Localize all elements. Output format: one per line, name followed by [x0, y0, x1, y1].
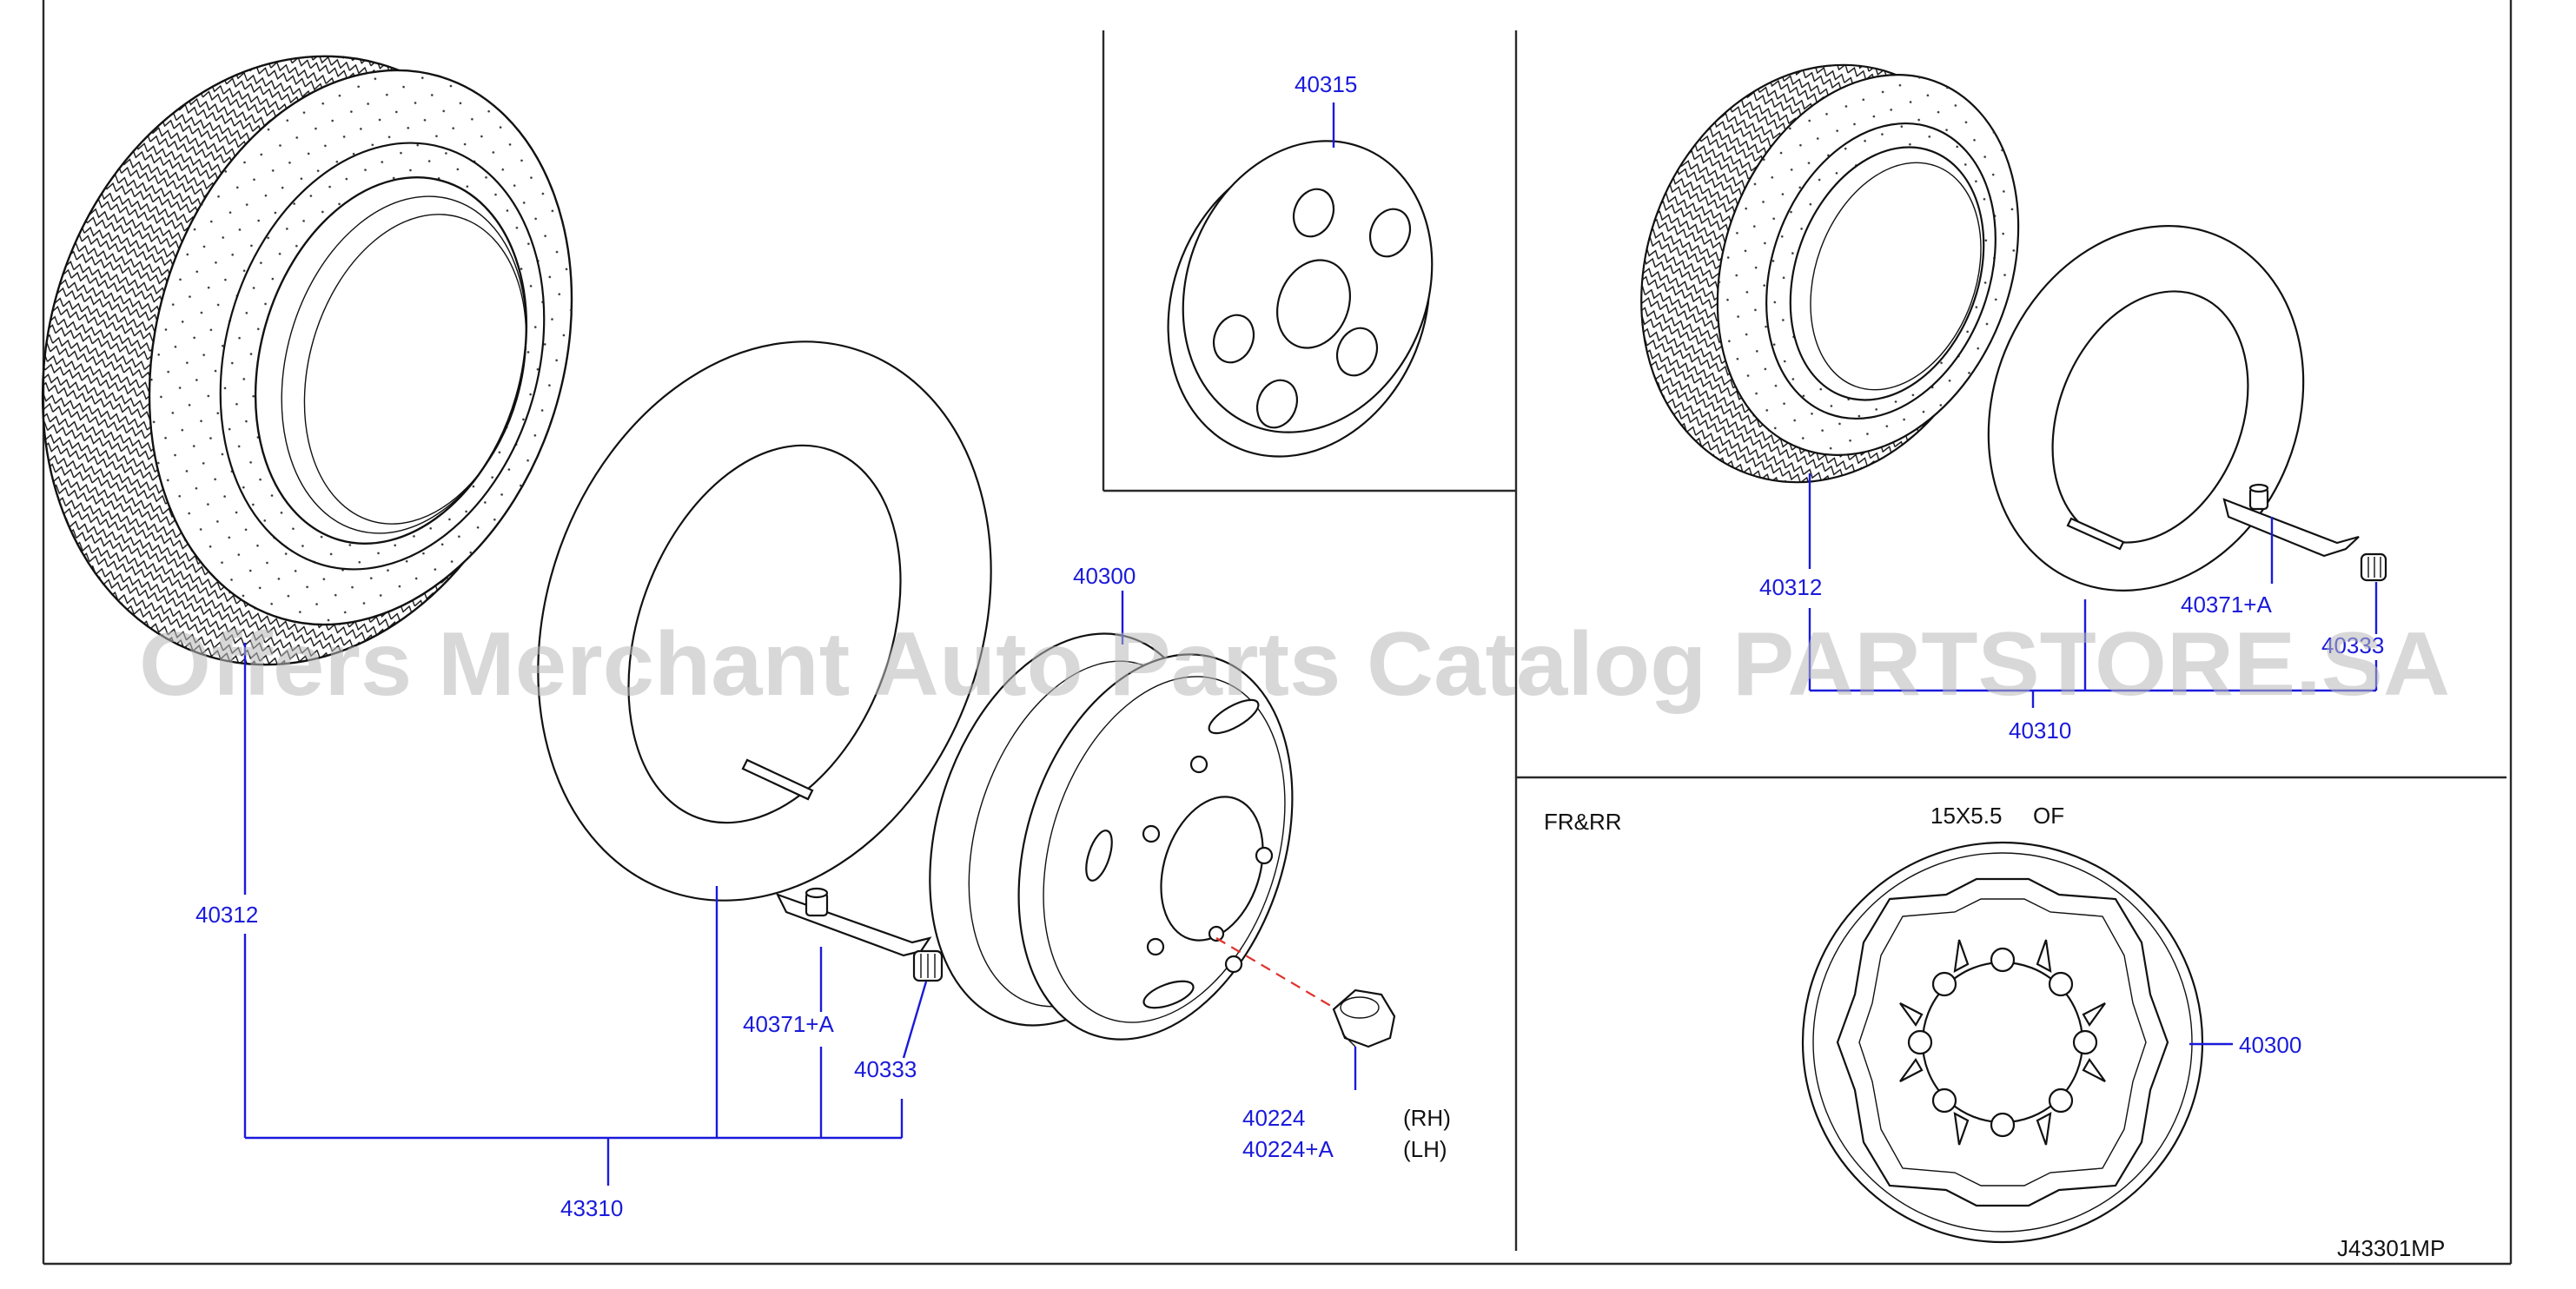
- main-leader-lines: [243, 591, 1357, 1186]
- wheel-position-text: FR&RR: [1544, 809, 1622, 835]
- inset-valve: [2222, 483, 2360, 558]
- watermark-text: Offers Merchant Auto Parts Catalog PARTS…: [139, 614, 2450, 715]
- label-inset-assembly: 40310: [2009, 717, 2071, 744]
- wheel-size-text: 15X5.5: [1930, 803, 2002, 829]
- label-inset-tire: 40312: [1759, 574, 1822, 600]
- label-main-assembly: 43310: [560, 1195, 623, 1221]
- diagram-code: J43301MP: [2337, 1235, 2445, 1261]
- label-main-tire: 40312: [195, 902, 258, 928]
- wheel-front-view: [1801, 841, 2204, 1244]
- label-lh: (LH): [1403, 1136, 1447, 1162]
- label-nut-rh: 40224: [1242, 1105, 1305, 1131]
- inset-cap: [2360, 552, 2387, 582]
- label-rh: (RH): [1403, 1105, 1451, 1131]
- wheel-type-text: OF: [2033, 803, 2064, 829]
- label-inset-valve: 40371+A: [2181, 592, 2272, 618]
- inset-leader-lines: [1808, 473, 2378, 708]
- label-nut-lh: 40224+A: [1242, 1136, 1334, 1162]
- label-main-cap: 40333: [854, 1056, 917, 1082]
- main-tire: [41, 55, 573, 666]
- wheel-cover: [1167, 140, 1434, 458]
- main-tube: [537, 340, 992, 902]
- label-wheel-front: 40300: [2239, 1032, 2301, 1058]
- label-main-valve: 40371+A: [743, 1011, 834, 1037]
- lug-nut: [1332, 988, 1396, 1048]
- label-main-wheel: 40300: [1073, 563, 1136, 589]
- main-valve: [775, 887, 932, 957]
- nut-leader-dashed: [1215, 937, 1334, 1008]
- label-cover: 40315: [1295, 71, 1357, 97]
- inset-tube: [1987, 225, 2305, 592]
- frame-lines: [42, 0, 2513, 1266]
- label-inset-cap: 40333: [2321, 632, 2384, 658]
- main-cap: [912, 949, 944, 982]
- inset-tire: [1640, 63, 2020, 484]
